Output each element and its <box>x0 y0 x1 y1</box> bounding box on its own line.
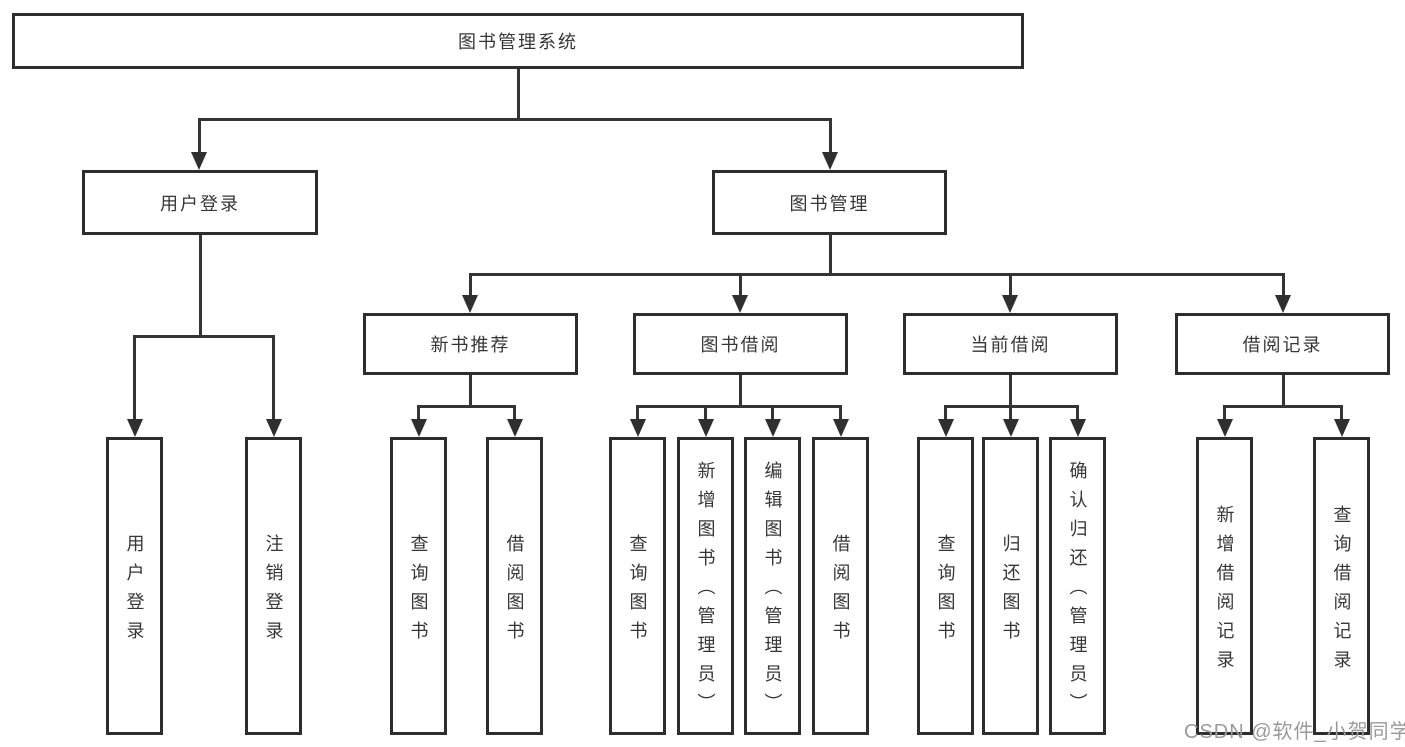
leaf-return-books: 归还图书 <box>982 437 1039 735</box>
node-label: 图书管理 <box>789 193 870 214</box>
arrowhead-icon <box>462 295 478 313</box>
node-label: 图书管理系统 <box>458 32 578 52</box>
connector-arrow-shaft <box>1223 405 1226 421</box>
connector-arrow-shaft <box>1009 405 1012 421</box>
connector-book-mgmt-stem <box>828 233 832 276</box>
connector-arrow-shaft <box>1076 405 1079 421</box>
leaf-label: 新增图书（管理员） <box>695 461 716 722</box>
connector-arrow-shaft <box>513 405 516 421</box>
connector-arrow-shaft <box>636 405 639 421</box>
node-book-management: 图书管理 <box>712 170 947 235</box>
node-user-login: 用户登录 <box>82 170 318 235</box>
connector-root-stem <box>516 69 520 121</box>
node-new-book-recommend: 新书推荐 <box>363 313 578 375</box>
connector-arrow-shaft <box>417 405 420 421</box>
connector-arrow-shaft <box>272 335 275 421</box>
leaf-borrow-books-2: 借阅图书 <box>812 437 869 735</box>
arrowhead-icon <box>191 152 207 170</box>
leaf-label: 用户登录 <box>124 533 145 650</box>
connector-root-rail <box>197 118 832 121</box>
node-current-borrow: 当前借阅 <box>903 313 1118 375</box>
leaf-add-books-admin: 新增图书（管理员） <box>677 437 734 735</box>
arrowhead-icon <box>1002 295 1018 313</box>
connector-arrow-shaft <box>839 405 842 421</box>
leaf-label: 查询图书 <box>627 533 648 650</box>
node-label: 借阅记录 <box>1242 335 1323 355</box>
leaf-query-borrow-record: 查询借阅记录 <box>1313 437 1370 735</box>
leaf-label: 确认归还（管理员） <box>1067 461 1088 722</box>
node-label: 新书推荐 <box>430 335 511 355</box>
leaf-label: 注销登录 <box>263 533 284 650</box>
leaf-query-books-1: 查询图书 <box>390 437 447 735</box>
node-book-borrow: 图书借阅 <box>633 313 848 375</box>
connector-new-book-stem <box>468 375 472 408</box>
connector-current-borrow-stem <box>1008 375 1012 408</box>
arrowhead-icon <box>410 419 427 437</box>
arrowhead-icon <box>265 419 282 437</box>
leaf-label: 新增借阅记录 <box>1214 504 1235 679</box>
arrowhead-icon <box>832 419 849 437</box>
leaf-label: 查询图书 <box>935 533 956 650</box>
arrowhead-icon <box>1002 419 1019 437</box>
connector-arrow-shaft <box>468 273 472 297</box>
arrowhead-icon <box>1216 419 1233 437</box>
leaf-query-books-2: 查询图书 <box>609 437 666 735</box>
connector-arrow-shaft <box>197 118 201 154</box>
connector-book-mgmt-rail <box>468 273 1285 276</box>
connector-new-book-rail <box>417 405 516 408</box>
connector-arrow-shaft <box>1340 405 1343 421</box>
connector-arrow-shaft <box>133 335 136 421</box>
connector-arrow-shaft <box>1008 273 1012 297</box>
leaf-label: 借阅图书 <box>504 533 525 650</box>
arrowhead-icon <box>1069 419 1086 437</box>
connector-user-login-rail <box>133 335 275 338</box>
node-label: 用户登录 <box>160 193 240 214</box>
leaf-query-books-3: 查询图书 <box>917 437 974 735</box>
arrowhead-icon <box>1275 295 1291 313</box>
arrowhead-icon <box>937 419 954 437</box>
node-root-library-system: 图书管理系统 <box>12 13 1024 69</box>
arrowhead-icon <box>506 419 523 437</box>
leaf-borrow-books-1: 借阅图书 <box>486 437 543 735</box>
csdn-watermark: CSDN @软件_小贺同学 <box>1184 721 1405 743</box>
arrowhead-icon <box>697 419 714 437</box>
leaf-edit-books-admin: 编辑图书（管理员） <box>744 437 801 735</box>
arrowhead-icon <box>732 295 748 313</box>
leaf-label: 查询图书 <box>408 533 429 650</box>
arrowhead-icon <box>126 419 143 437</box>
connector-borrow-records-rail <box>1223 405 1343 408</box>
leaf-label: 查询借阅记录 <box>1331 504 1352 679</box>
node-label: 当前借阅 <box>970 335 1051 355</box>
node-borrow-records: 借阅记录 <box>1175 313 1390 375</box>
connector-arrow-shaft <box>828 118 832 154</box>
connector-book-borrow-rail <box>636 405 842 408</box>
connector-arrow-shaft <box>1281 273 1285 297</box>
leaf-confirm-return-admin: 确认归还（管理员） <box>1049 437 1106 735</box>
connector-arrow-shaft <box>704 405 707 421</box>
arrowhead-icon <box>764 419 781 437</box>
leaf-label: 归还图书 <box>1000 533 1021 650</box>
connector-arrow-shaft <box>771 405 774 421</box>
node-label: 图书借阅 <box>700 335 781 355</box>
connector-book-borrow-stem <box>738 375 742 408</box>
arrowhead-icon <box>822 152 838 170</box>
connector-user-login-stem <box>198 235 202 338</box>
arrowhead-icon <box>629 419 646 437</box>
connector-borrow-records-stem <box>1281 375 1285 408</box>
leaf-label: 编辑图书（管理员） <box>762 461 783 722</box>
leaf-logout: 注销登录 <box>245 437 302 735</box>
connector-arrow-shaft <box>738 273 742 297</box>
leaf-user-login: 用户登录 <box>106 437 163 735</box>
arrowhead-icon <box>1334 419 1350 437</box>
leaf-label: 借阅图书 <box>830 533 851 650</box>
leaf-add-borrow-record: 新增借阅记录 <box>1196 437 1253 735</box>
connector-arrow-shaft <box>944 405 947 421</box>
